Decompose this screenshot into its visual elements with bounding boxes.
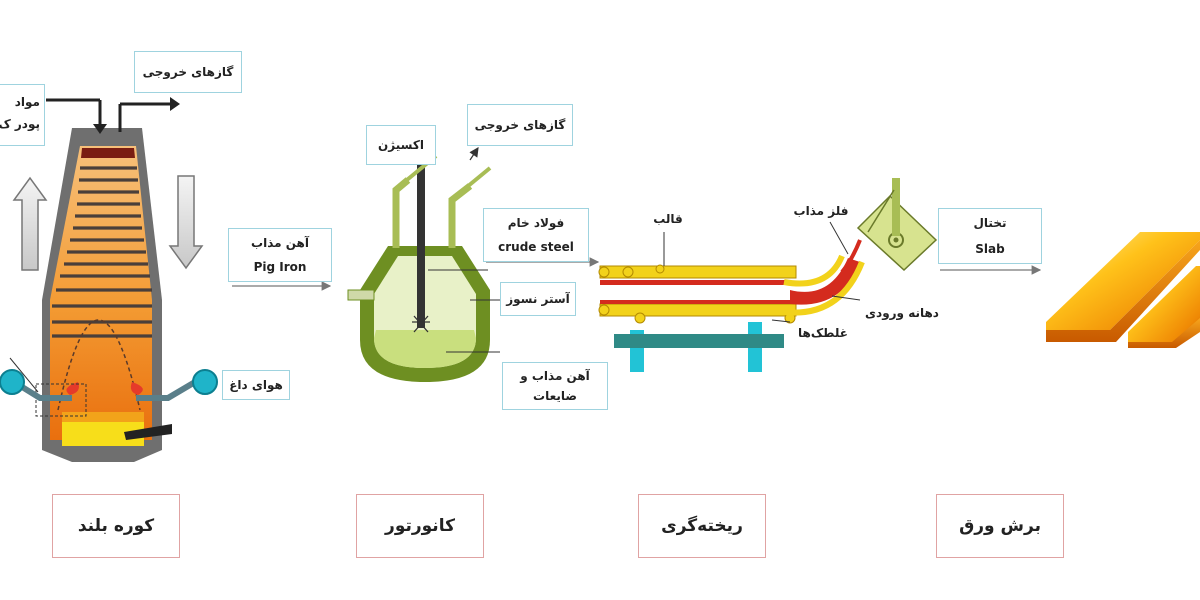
continuous-caster <box>486 178 938 372</box>
slabs <box>1046 232 1200 348</box>
label-refractory-lining-text: آستر نسوز <box>506 292 570 306</box>
label-pig-iron: آهن مذاب Pig Iron <box>228 228 332 282</box>
stage-plate-cutting: برش ورق <box>936 494 1064 558</box>
label-oxygen-text: اکسیژن <box>378 138 424 152</box>
label-slab-fa: تختال <box>973 216 1007 230</box>
blast-furnace <box>0 97 218 462</box>
label-bf-materials-line2: پودر ک <box>0 117 40 131</box>
label-bf-materials-line1: مواد <box>14 95 40 109</box>
label-molten-iron-scrap-line1: آهن مذاب و <box>520 369 590 383</box>
label-bf-hot-air-text: هوای داغ <box>229 378 283 392</box>
label-conv-exhaust-text: گازهای خروجی <box>474 118 566 132</box>
label-crude-steel-fa: فولاد خام <box>507 216 565 230</box>
converter <box>347 140 500 382</box>
label-refractory-lining: آستر نسوز <box>500 282 576 316</box>
label-bf-exhaust-text: گازهای خروجی <box>142 65 234 79</box>
stage-converter: کانورتور <box>356 494 484 558</box>
label-molten-metal: فلز مذاب <box>793 204 849 218</box>
label-bf-exhaust: گازهای خروجی <box>134 51 242 93</box>
label-molten-iron-scrap: آهن مذاب و ضایعات <box>502 362 608 410</box>
label-pig-iron-fa: آهن مذاب <box>251 236 309 250</box>
stage-casting: ریخته‌گری <box>638 494 766 558</box>
stage-blast-furnace: کوره بلند <box>52 494 180 558</box>
label-pig-iron-en: Pig Iron <box>253 260 307 274</box>
label-crude-steel: فولاد خام crude steel <box>483 208 589 262</box>
label-bf-hot-air: هوای داغ <box>222 370 290 400</box>
label-conv-exhaust: گازهای خروجی <box>467 104 573 146</box>
label-oxygen: اکسیژن <box>366 125 436 165</box>
label-nozzle: دهانه ورودی <box>865 306 939 320</box>
label-slab: تختال Slab <box>938 208 1042 264</box>
label-rollers: غلطک‌ها <box>798 326 848 340</box>
label-crude-steel-en: crude steel <box>498 240 574 254</box>
label-molten-iron-scrap-line2: ضایعات <box>533 389 577 403</box>
label-slab-en: Slab <box>975 242 1005 256</box>
label-mold: قالب <box>653 212 683 226</box>
label-bf-materials: مواد پودر ک <box>0 84 45 146</box>
